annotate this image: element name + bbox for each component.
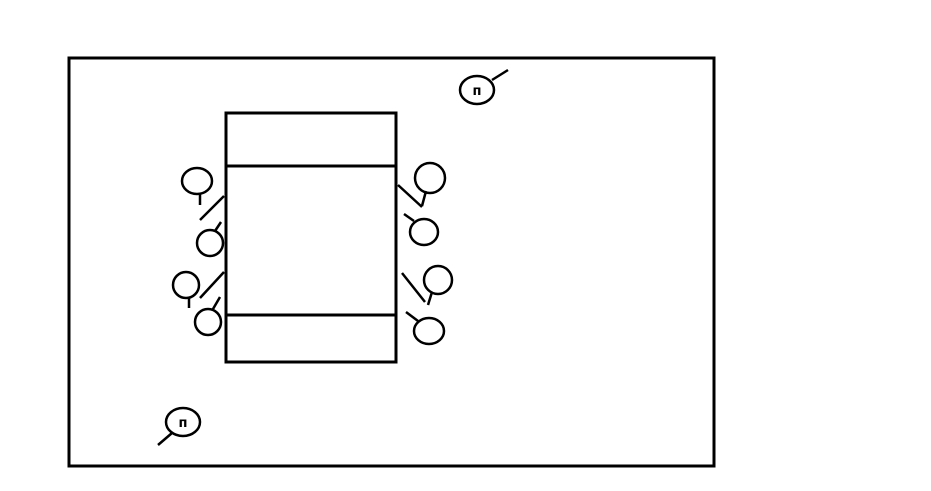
marker-label: п [473, 84, 482, 99]
room-outline [67, 56, 716, 468]
magnifier-marker-icon [164, 406, 202, 438]
marker-label: п [179, 416, 188, 431]
left-chairs [171, 166, 225, 337]
table-outline [224, 111, 398, 364]
chair-icon [180, 166, 225, 221]
marker-top-right: п [458, 68, 509, 106]
chair-icon [193, 296, 223, 337]
chair-icon [401, 264, 454, 306]
chair-icon [403, 212, 440, 247]
chair-icon [171, 270, 225, 308]
chair-icon [405, 311, 446, 346]
chair-icon [397, 161, 447, 208]
chair-icon [195, 221, 225, 258]
magnifier-marker-icon [458, 74, 496, 106]
meeting-table [224, 111, 398, 364]
marker-bottom-left: п [157, 406, 202, 446]
right-chairs [397, 161, 454, 346]
